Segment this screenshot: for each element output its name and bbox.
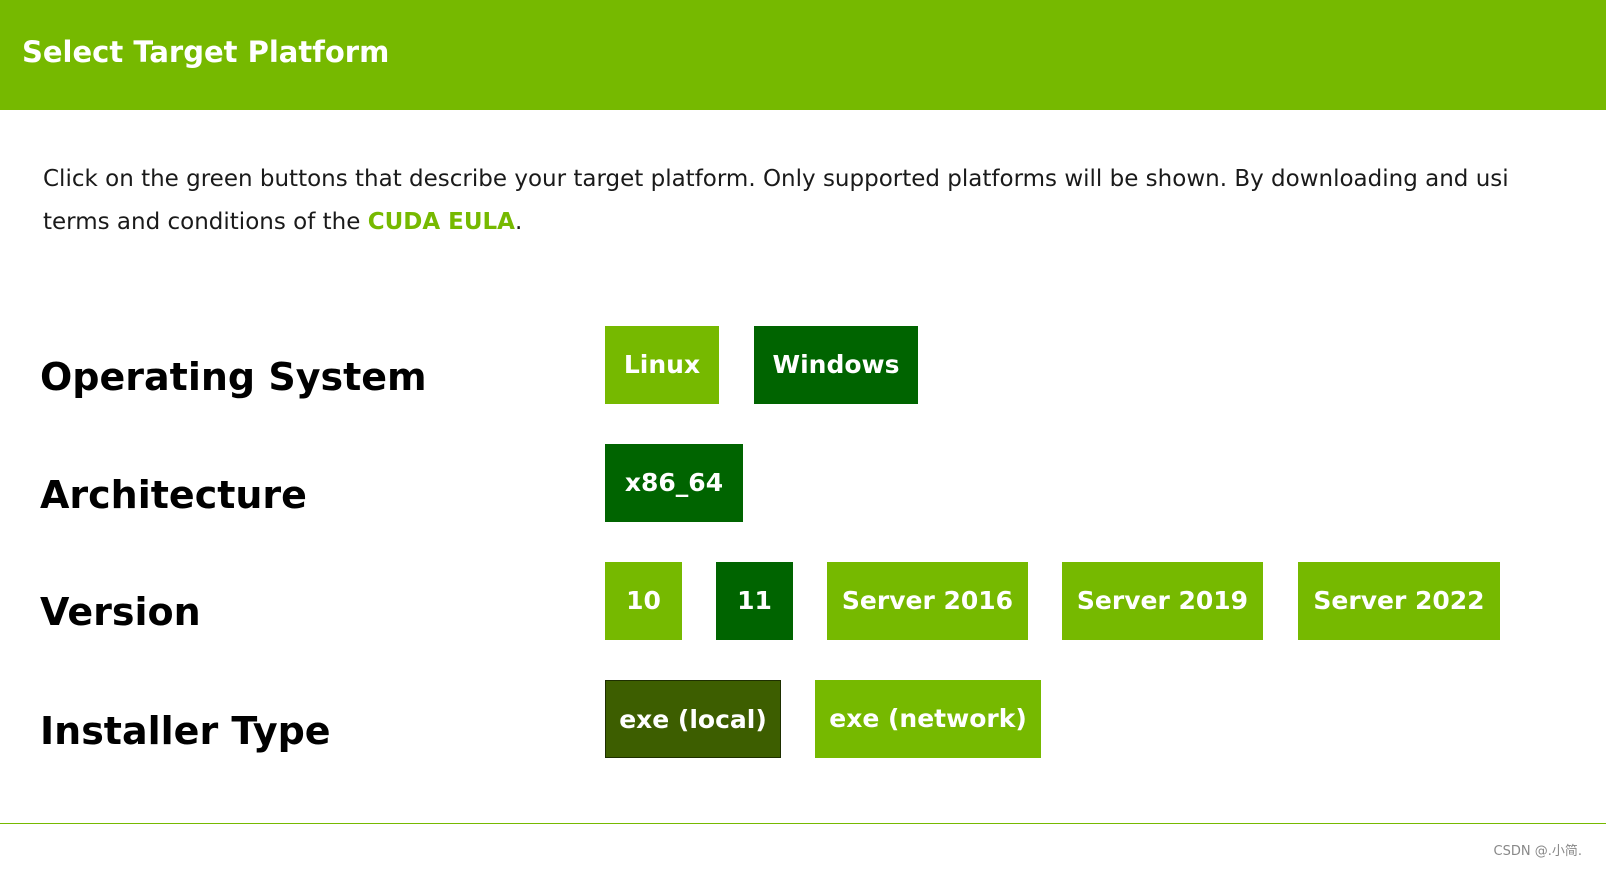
version-option-server-2022[interactable]: Server 2022 (1298, 562, 1500, 640)
section-divider (0, 823, 1606, 824)
installer-option-exe-local[interactable]: exe (local) (605, 680, 781, 758)
version-option-server-2019[interactable]: Server 2019 (1062, 562, 1263, 640)
os-label: Operating System (40, 355, 427, 399)
page-header: Select Target Platform (0, 0, 1606, 110)
version-option-11[interactable]: 11 (716, 562, 793, 640)
intro-line-2: terms and conditions of the CUDA EULA. (43, 201, 1606, 244)
os-option-windows[interactable]: Windows (754, 326, 918, 404)
installer-option-exe-network[interactable]: exe (network) (815, 680, 1041, 758)
version-label: Version (40, 590, 201, 634)
intro-text: Click on the green buttons that describe… (43, 158, 1606, 244)
cuda-eula-link[interactable]: CUDA EULA (367, 209, 515, 235)
page-title: Select Target Platform (22, 35, 390, 69)
intro-line-1: Click on the green buttons that describe… (43, 166, 1509, 192)
intro-line-2-prefix: terms and conditions of the (43, 209, 368, 235)
arch-option-x86-64[interactable]: x86_64 (605, 444, 743, 522)
version-option-10[interactable]: 10 (605, 562, 682, 640)
installer-type-label: Installer Type (40, 709, 331, 753)
version-option-server-2016[interactable]: Server 2016 (827, 562, 1028, 640)
architecture-label: Architecture (40, 473, 307, 517)
intro-line-2-suffix: . (515, 209, 523, 235)
os-option-linux[interactable]: Linux (605, 326, 719, 404)
watermark: CSDN @.小简. (1493, 844, 1582, 859)
